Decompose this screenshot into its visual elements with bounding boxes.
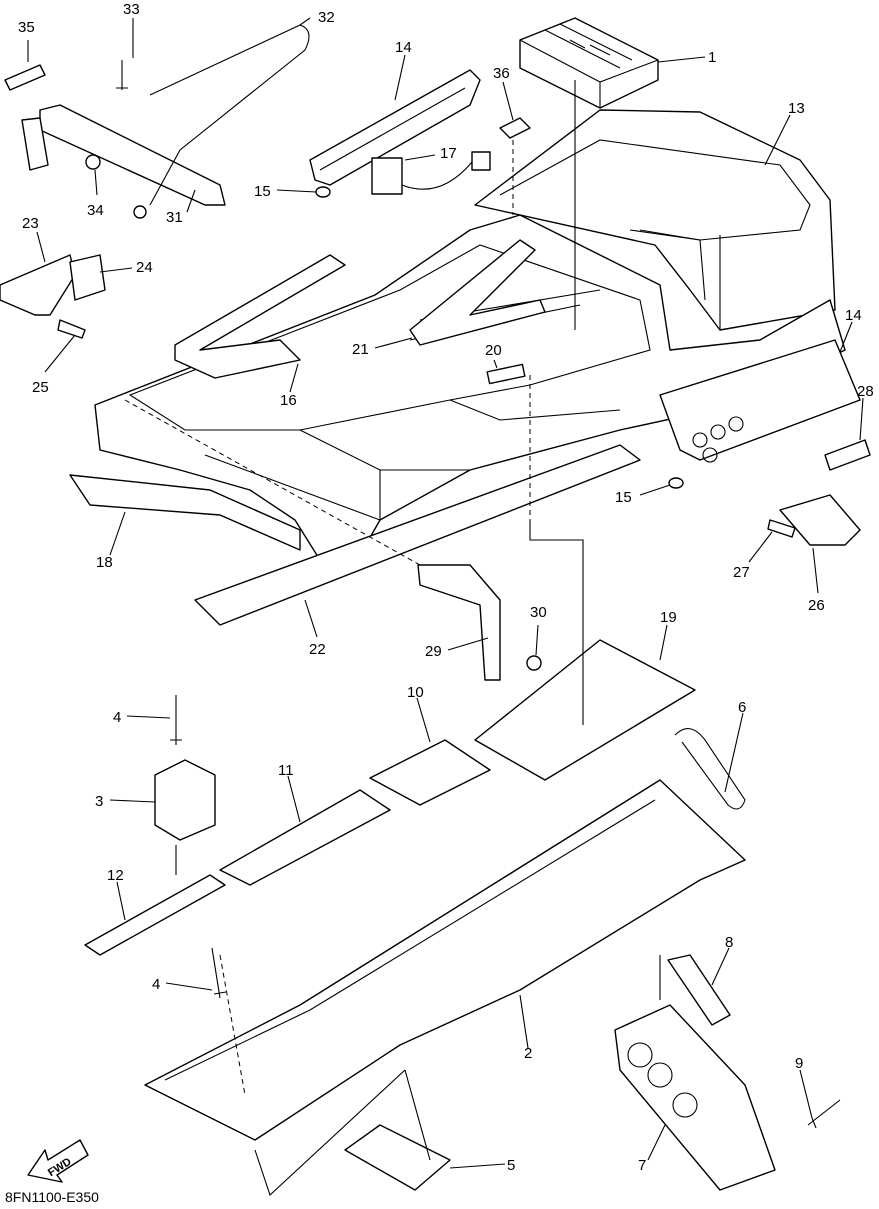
callout-27: 27 bbox=[733, 564, 750, 581]
part-12-strip bbox=[84, 874, 226, 956]
callout-1: 1 bbox=[708, 49, 716, 66]
part-11-mat bbox=[219, 789, 391, 886]
part-31-bracket bbox=[21, 104, 226, 206]
callout-34: 34 bbox=[87, 202, 104, 219]
callout-5: 5 bbox=[507, 1157, 515, 1174]
part-17-switch bbox=[371, 151, 491, 195]
part-27-bolt bbox=[767, 519, 796, 538]
callout-16: 16 bbox=[280, 392, 297, 409]
callout-14-lower: 14 bbox=[845, 307, 862, 324]
callout-4-upper: 4 bbox=[113, 709, 121, 726]
callout-35: 35 bbox=[18, 19, 35, 36]
part-28-pad bbox=[824, 439, 871, 471]
callout-28: 28 bbox=[857, 383, 874, 400]
part-18-side-panel bbox=[69, 474, 301, 551]
callout-29: 29 bbox=[425, 643, 442, 660]
callout-20: 20 bbox=[485, 342, 502, 359]
part-10-mat bbox=[369, 739, 491, 806]
callout-3: 3 bbox=[95, 793, 103, 810]
part-9-rivet bbox=[807, 1099, 841, 1129]
callout-12: 12 bbox=[107, 867, 124, 884]
callout-15-upper: 15 bbox=[254, 183, 271, 200]
part-4-rivet-lower bbox=[211, 947, 227, 999]
callout-17: 17 bbox=[440, 145, 457, 162]
part-34-bolt bbox=[85, 154, 101, 170]
callout-9: 9 bbox=[795, 1055, 803, 1072]
part-26-hinge bbox=[779, 494, 861, 546]
callout-10: 10 bbox=[407, 684, 424, 701]
part-2-floor-panel bbox=[144, 779, 746, 1141]
diagram-code: 8FN1100-E350 bbox=[5, 1189, 99, 1205]
part-5-plate bbox=[344, 1124, 451, 1191]
callout-23: 23 bbox=[22, 215, 39, 232]
callout-numbers: 35 33 32 14 1 36 17 13 15 34 31 23 24 25… bbox=[18, 1, 874, 1174]
callout-2: 2 bbox=[524, 1045, 532, 1062]
part-16-rail bbox=[174, 254, 346, 379]
part-4-rivet-upper bbox=[170, 695, 182, 745]
part-32-cable-end bbox=[133, 205, 147, 219]
callout-19: 19 bbox=[660, 609, 677, 626]
callout-8: 8 bbox=[725, 934, 733, 951]
part-14-lower-panel bbox=[659, 339, 861, 463]
part-23-24-hinge bbox=[0, 254, 106, 316]
callout-25: 25 bbox=[32, 379, 49, 396]
callout-14-upper: 14 bbox=[395, 39, 412, 56]
callout-22: 22 bbox=[309, 641, 326, 658]
part-36-clip bbox=[499, 117, 531, 139]
part-14-upper-panel bbox=[309, 69, 481, 186]
callout-36: 36 bbox=[493, 65, 510, 82]
callout-13: 13 bbox=[788, 100, 805, 117]
callout-26: 26 bbox=[808, 597, 825, 614]
part-15-grommet-upper bbox=[315, 186, 331, 198]
part-1-tool-kit bbox=[519, 17, 659, 109]
part-13-rear-body bbox=[474, 109, 836, 331]
part-33-rivet bbox=[116, 60, 128, 90]
part-30-bolt bbox=[526, 655, 542, 671]
part-29-bracket bbox=[417, 564, 501, 681]
callout-24: 24 bbox=[136, 259, 153, 276]
part-7-skid-plate bbox=[614, 1004, 776, 1191]
part-6-handle bbox=[674, 728, 746, 810]
callout-11: 11 bbox=[278, 762, 294, 779]
callout-18: 18 bbox=[96, 554, 113, 571]
part-35-pad bbox=[4, 64, 46, 91]
part-3-bracket bbox=[154, 759, 216, 841]
assembly-guide-lines bbox=[124, 80, 661, 1196]
part-25-bolt bbox=[57, 319, 86, 339]
part-19-mat bbox=[474, 639, 696, 781]
callout-33: 33 bbox=[123, 1, 140, 18]
callout-7: 7 bbox=[638, 1157, 646, 1174]
callout-leaders bbox=[27, 17, 864, 1169]
callout-21: 21 bbox=[352, 341, 369, 358]
callout-32: 32 bbox=[318, 9, 335, 26]
callout-31: 31 bbox=[166, 209, 183, 226]
callout-6: 6 bbox=[738, 699, 746, 716]
fwd-direction-arrow: FWD bbox=[27, 1139, 89, 1183]
part-15-grommet-lower bbox=[668, 477, 684, 489]
part-21-rail bbox=[409, 239, 546, 346]
callout-15-lower: 15 bbox=[615, 489, 632, 506]
part-20-block bbox=[486, 363, 526, 385]
callout-30: 30 bbox=[530, 604, 547, 621]
part-22-rail bbox=[194, 444, 641, 626]
callout-4-lower: 4 bbox=[152, 976, 160, 993]
part-8-block bbox=[667, 954, 731, 1026]
